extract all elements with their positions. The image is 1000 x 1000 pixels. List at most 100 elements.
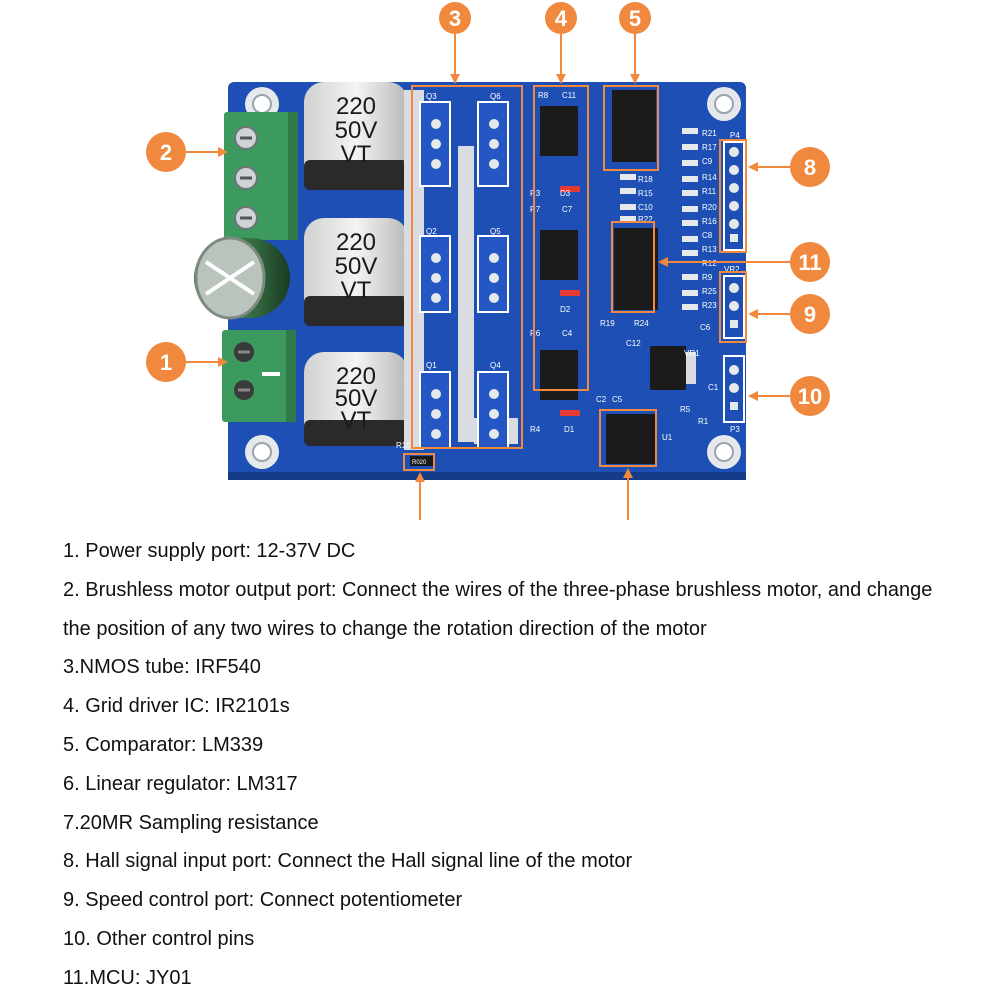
vr1-component <box>650 346 696 390</box>
silk-label: C10 <box>638 203 653 212</box>
callout-circles: 1 2 3 4 5 6 7 8 <box>146 2 830 416</box>
callout-number: 1 <box>160 350 172 375</box>
silk-label: C6 <box>700 323 711 332</box>
linear-regulator <box>606 414 656 464</box>
silk-label: R020 <box>412 460 427 466</box>
callout-number: 9 <box>804 302 816 327</box>
spec-item-8: 8. Hall signal input port: Connect the H… <box>63 850 633 873</box>
silk-label: C8 <box>702 231 713 240</box>
silk-label: C9 <box>702 157 713 166</box>
silk-label: R20 <box>702 203 717 212</box>
green-capacitor <box>194 236 290 320</box>
silk-label: C11 <box>562 91 577 100</box>
callout-11: 11 <box>790 242 830 282</box>
callout-5: 5 <box>619 2 651 34</box>
spec-item-3: 3.NMOS tube: IRF540 <box>63 656 261 679</box>
motor-output-terminal <box>224 112 298 240</box>
silk-label: R16 <box>702 217 717 226</box>
silk-label: R9 <box>702 273 713 282</box>
mosfet-area <box>404 90 518 450</box>
capacitor-value-text: 220 <box>336 363 376 390</box>
silk-label: C7 <box>562 205 573 214</box>
spec-item-5: 5. Comparator: LM339 <box>63 733 264 756</box>
silk-label: R6 <box>530 329 541 338</box>
silk-label: R21 <box>702 129 717 138</box>
silk-label: VR2 <box>724 265 740 274</box>
callout-number: 10 <box>798 384 822 409</box>
silk-label: R5 <box>680 405 691 414</box>
highlight-boxes <box>403 85 747 471</box>
board-diagram: 220 50V VT 220 50V VT 220 50V VT <box>146 2 830 520</box>
capacitor-value-text: 220 <box>336 93 376 120</box>
spec-item-10: 10. Other control pins <box>63 927 255 950</box>
silk-label: Q6 <box>490 92 501 101</box>
capacitor-value-text: 220 <box>336 229 376 256</box>
silk-label: R4 <box>530 425 541 434</box>
callout-2: 2 <box>146 132 186 172</box>
pin-headers <box>723 141 745 423</box>
silk-label: C4 <box>562 329 573 338</box>
silk-label: R3 <box>530 189 541 198</box>
mcu-ic <box>614 228 658 310</box>
silk-label: D1 <box>564 425 575 434</box>
silk-label: R13 <box>702 245 717 254</box>
callout-number: 3 <box>449 6 461 31</box>
silk-label: R23 <box>702 301 717 310</box>
silk-label: R19 <box>600 319 615 328</box>
silk-label: R7 <box>530 205 541 214</box>
callout-number: 2 <box>160 140 172 165</box>
silk-label: Q3 <box>426 92 437 101</box>
callout-number: 8 <box>804 155 816 180</box>
callout-number: 4 <box>555 6 568 31</box>
silk-label: R17 <box>702 143 717 152</box>
silkscreen-labels: Q3 Q6 Q2 Q5 Q1 Q4 R8 C11 D3 R3 R7 C7 D2 … <box>396 91 740 466</box>
silk-label: P3 <box>730 425 740 434</box>
gate-driver-ics <box>540 106 580 416</box>
smd-parts <box>620 128 698 310</box>
comparator-ic <box>612 90 656 162</box>
silk-label: R10 <box>396 441 411 450</box>
silk-label: Q5 <box>490 227 501 236</box>
spec-item-4: 4. Grid driver IC: IR2101s <box>63 695 290 718</box>
silk-label: Q1 <box>426 361 437 370</box>
large-capacitor-1: 220 50V VT <box>304 82 408 190</box>
silk-label: D2 <box>560 305 571 314</box>
silk-label: P4 <box>730 131 740 140</box>
spec-item-2: 2. Brushless motor output port: Connect … <box>63 578 933 640</box>
silk-label: Q2 <box>426 227 437 236</box>
callout-3: 3 <box>439 2 471 34</box>
silk-label: R1 <box>698 417 709 426</box>
capacitor-voltage-text: 50V <box>335 253 378 280</box>
sampling-resistor <box>410 456 434 466</box>
large-capacitor-2: 220 50V VT <box>304 218 408 326</box>
silk-label: D3 <box>560 189 571 198</box>
silk-label: R12 <box>702 259 717 268</box>
spec-item-6: 6. Linear regulator: LM317 <box>63 772 298 795</box>
spec-item-1: 1. Power supply port: 12-37V DC <box>63 540 356 562</box>
silk-label: R15 <box>638 189 653 198</box>
silk-label: R18 <box>638 175 653 184</box>
large-capacitor-3: 220 50V VT <box>304 352 408 446</box>
power-input-terminal <box>222 330 296 422</box>
capacitor-voltage-text: 50V <box>335 117 378 144</box>
silk-label: U1 <box>662 433 673 442</box>
capacitor-voltage-text: 50V <box>335 385 378 412</box>
silk-label: R22 <box>638 215 653 224</box>
silk-label: C1 <box>708 383 719 392</box>
silk-label: R8 <box>538 91 549 100</box>
capacitor-series-text: VT <box>341 141 372 168</box>
silk-label: VR1 <box>684 349 700 358</box>
silk-label: C2 <box>596 395 607 404</box>
silk-label: C5 <box>612 395 623 404</box>
spec-item-9: 9. Speed control port: Connect potentiom… <box>63 889 463 912</box>
pcb-edge <box>228 472 746 480</box>
spec-item-7: 7.20MR Sampling resistance <box>63 811 319 834</box>
silk-label: R25 <box>702 287 717 296</box>
callout-number: 5 <box>629 6 641 31</box>
silk-label: Q4 <box>490 361 501 370</box>
silk-label: R11 <box>702 187 717 196</box>
spec-item-11: 11.MCU: JY01 <box>63 966 192 989</box>
callout-9: 9 <box>790 294 830 334</box>
capacitor-series-text: VT <box>341 277 372 304</box>
callout-number: 11 <box>798 250 821 275</box>
